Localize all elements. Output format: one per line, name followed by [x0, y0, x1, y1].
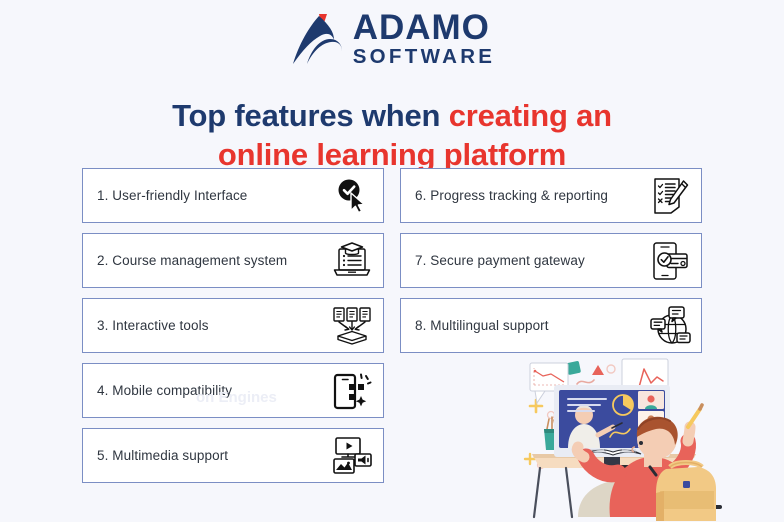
documents-into-box-icon — [331, 305, 373, 347]
laptop-graduation-cap-icon — [331, 240, 373, 282]
mobile-device-icon — [331, 370, 373, 412]
feature-column-left: 1. User-friendly Interface 2. Course man… — [82, 168, 384, 483]
feature-card-6[interactable]: 6. Progress tracking & reporting — [400, 168, 702, 223]
feature-card-label: 3. Interactive tools — [97, 317, 209, 333]
brand-subname: SOFTWARE — [352, 45, 496, 69]
feature-card-grid: 1. User-friendly Interface 2. Course man… — [82, 168, 702, 483]
feature-card-3[interactable]: 3. Interactive tools — [82, 298, 384, 353]
feature-card-label: 1. User-friendly Interface — [97, 187, 248, 203]
check-badge-cursor-icon — [331, 175, 373, 217]
brand-logo: ADAMO SOFTWARE — [0, 10, 784, 68]
title-line2-red: online learning platform — [217, 136, 567, 172]
feature-card-label: 6. Progress tracking & reporting — [415, 187, 609, 203]
feature-card-4[interactable]: 4. Mobile compatibility — [82, 363, 384, 418]
feature-column-right: 6. Progress tracking & reporting 7. Secu… — [400, 168, 702, 483]
feature-card-1[interactable]: 1. User-friendly Interface — [82, 168, 384, 223]
page-title: Top features when creating an online lea… — [0, 97, 784, 175]
title-line1-red: creating an — [448, 97, 612, 133]
feature-card-2[interactable]: 2. Course management system — [82, 233, 384, 288]
feature-card-5[interactable]: 5. Multimedia support — [82, 428, 384, 483]
student-online-learning-illustration — [510, 357, 784, 522]
phone-credit-card-icon — [649, 240, 691, 282]
globe-chat-bubbles-icon — [649, 305, 691, 347]
brand-name: ADAMO — [352, 8, 490, 48]
feature-card-7[interactable]: 7. Secure payment gateway — [400, 233, 702, 288]
checklist-pencil-icon — [649, 175, 691, 217]
feature-card-label: 8. Multilingual support — [415, 317, 549, 333]
feature-card-label: 5. Multimedia support — [97, 447, 229, 463]
feature-card-8[interactable]: 8. Multilingual support — [400, 298, 702, 353]
feature-card-label: 4. Mobile compatibility — [97, 382, 233, 398]
adamo-swoosh-logo-icon — [289, 10, 343, 68]
video-image-megaphone-icon — [331, 435, 373, 477]
feature-card-label: 7. Secure payment gateway — [415, 252, 585, 268]
title-line1-navy: Top features when — [172, 97, 449, 133]
feature-card-label: 2. Course management system — [97, 252, 288, 268]
